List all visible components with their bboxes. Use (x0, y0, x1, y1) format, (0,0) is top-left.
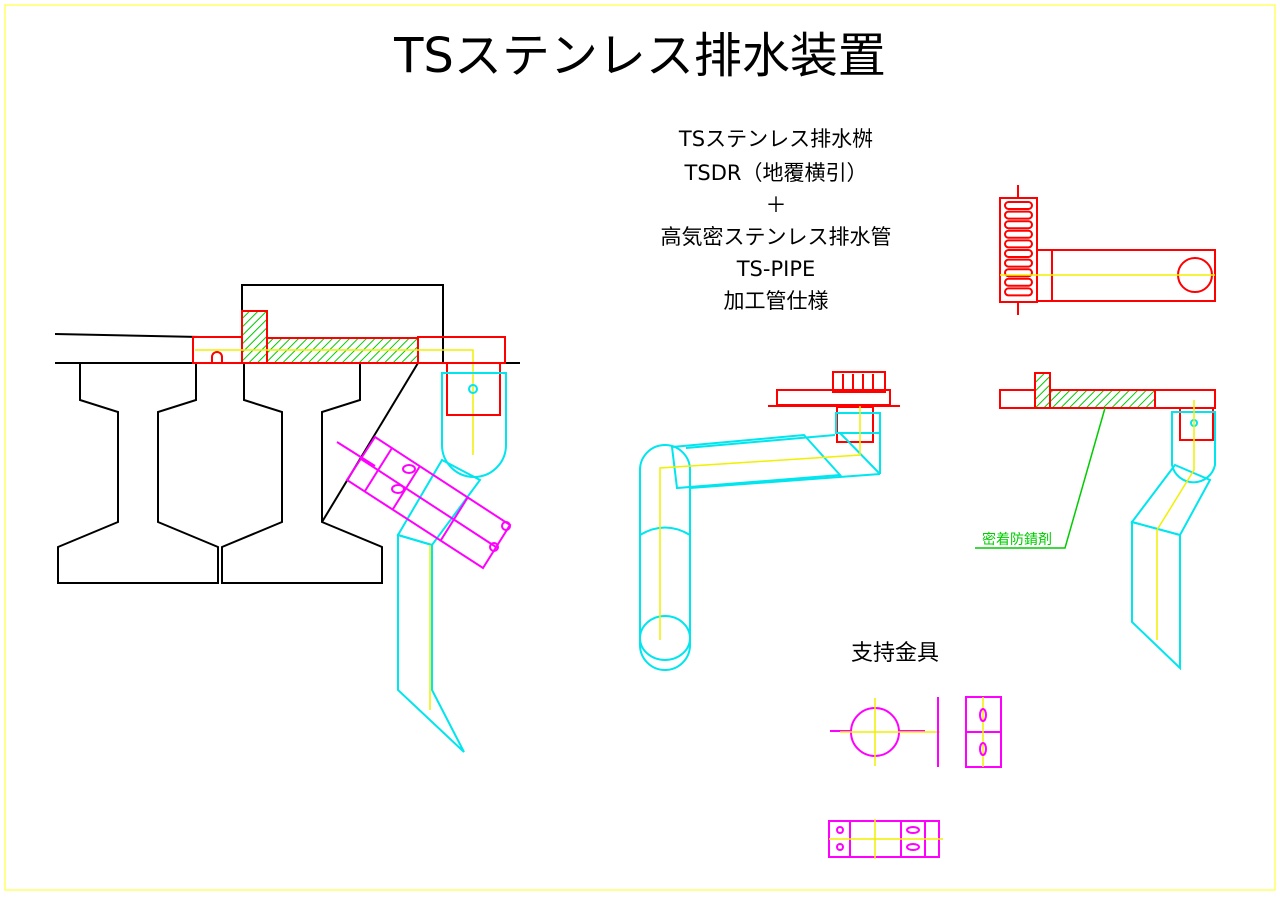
plan-view (999, 185, 1216, 315)
spec-line-6: 加工管仕様 (724, 289, 829, 313)
support-label: 支持金具 (851, 641, 939, 666)
spec-line-3: ＋ (766, 193, 787, 217)
page-title: TSステンレス排水装置 (393, 28, 886, 84)
pipe-bracket (336, 435, 512, 570)
spec-line-1: TSステンレス排水桝 (678, 127, 873, 151)
grate-slot (1004, 210, 1033, 220)
sealant-label: 密着防錆剤 (982, 531, 1052, 548)
spec-line-2: TSDR（地覆横引） (684, 161, 868, 185)
grate-slot (1004, 239, 1033, 249)
sheet-border (4, 4, 1276, 891)
grate-slot (1004, 249, 1033, 258)
grate-slot (1004, 277, 1033, 287)
pipe-elbow (441, 372, 507, 478)
pipe-vertical-run (639, 444, 691, 671)
bridge-section-view (54, 284, 520, 753)
grate-slot (1004, 258, 1033, 268)
grate-slot (1004, 220, 1033, 230)
spec-text: TSステンレス排水桝 TSDR（地覆横引） ＋ 高気密ステンレス排水管 TS-P… (661, 127, 892, 313)
girder-right (221, 363, 383, 584)
spec-line-5: TS-PIPE (736, 257, 816, 281)
grate-slot (1004, 268, 1033, 278)
girder-left (57, 363, 219, 584)
grate-slot (1004, 201, 1033, 210)
front-view (639, 371, 900, 671)
sealant-leader (975, 407, 1106, 549)
grate-slot (1004, 287, 1033, 297)
grate-slot (1004, 229, 1033, 239)
spec-line-4: 高気密ステンレス排水管 (661, 225, 892, 249)
hatched-curb (241, 310, 268, 364)
side-section-view: 密着防錆剤 (975, 372, 1216, 671)
support-bracket-views (828, 696, 1002, 859)
pipe-vertical (397, 533, 465, 753)
